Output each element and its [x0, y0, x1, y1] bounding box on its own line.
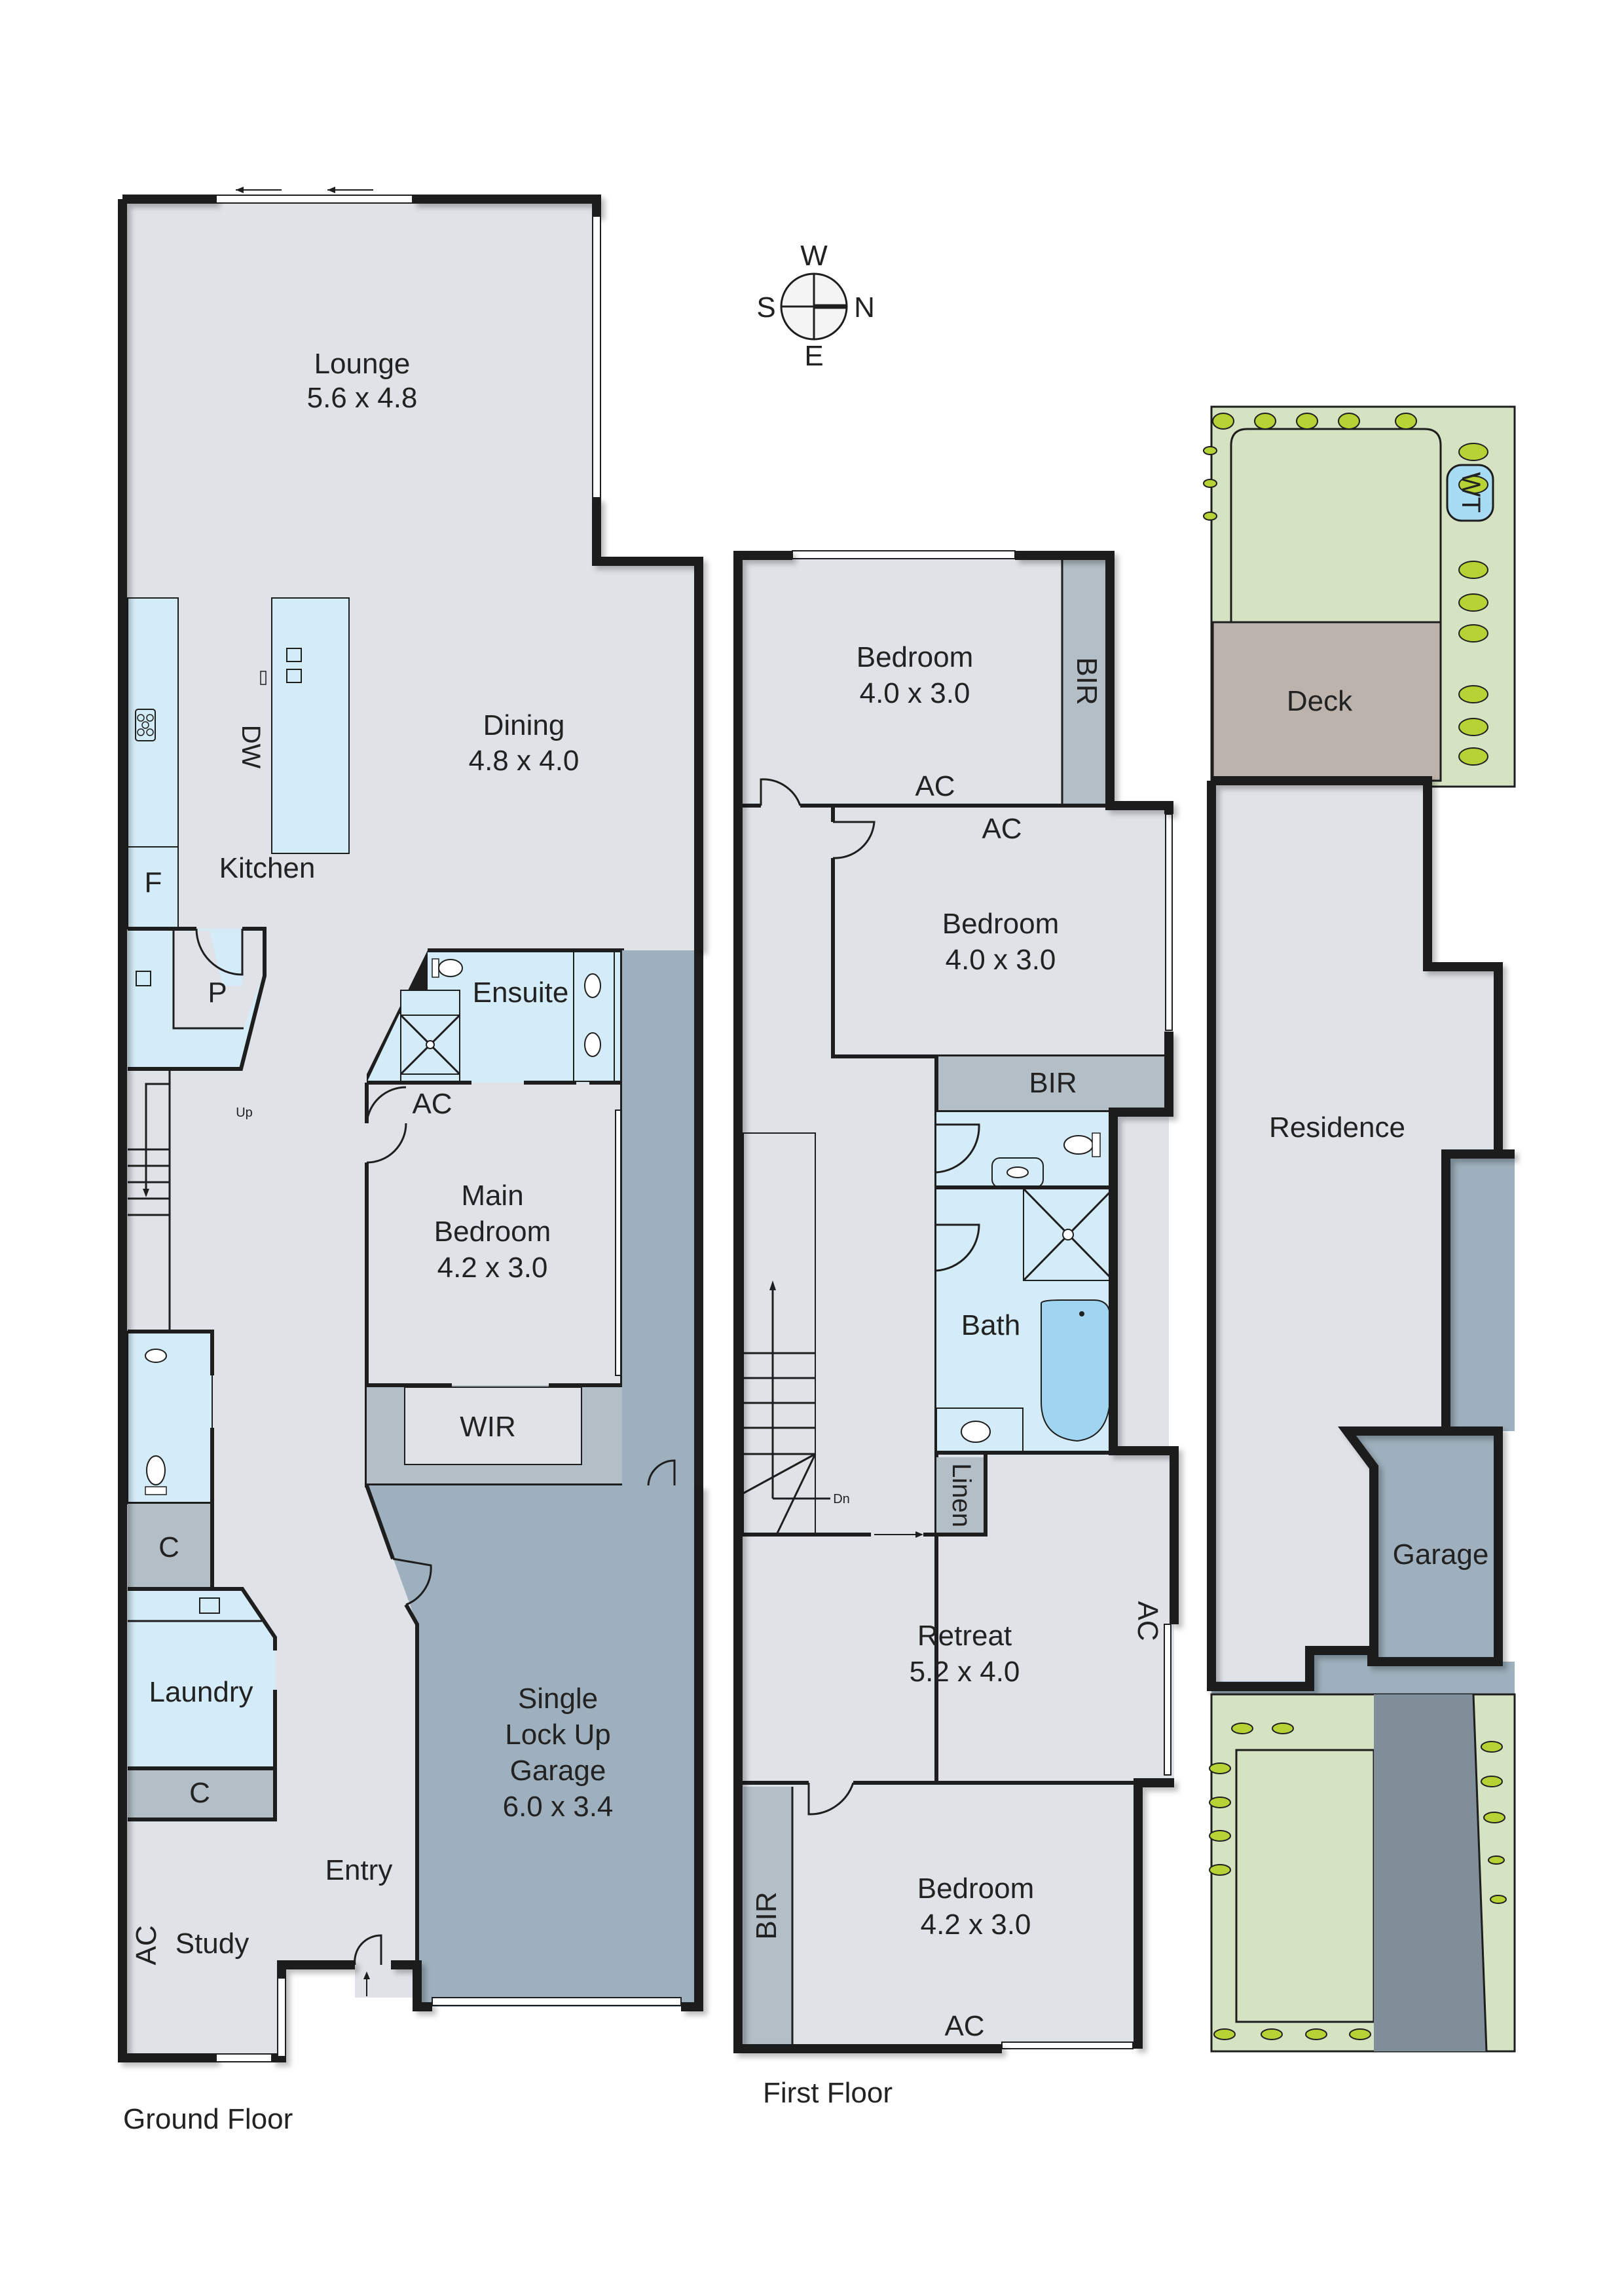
bedroom3-label: Bedroom	[917, 1873, 1035, 1905]
lounge-size: 5.6 x 4.8	[307, 382, 418, 414]
site-plan: WT Deck Residence Garage	[1203, 405, 1516, 2053]
first-floor-plan: Bedroom 4.0 x 3.0 BIR AC AC Bedroom 4.0 …	[733, 550, 1179, 2109]
garage-label-3: Garage	[510, 1755, 606, 1787]
dishwasher-label: DW	[236, 725, 265, 769]
plants-front	[1209, 1723, 1507, 2040]
compass-west: W	[800, 240, 828, 272]
ensuite-ac-label: AC	[412, 1088, 452, 1120]
residence-label: Residence	[1269, 1111, 1405, 1144]
garage-size: 6.0 x 3.4	[503, 1791, 614, 1823]
bedroom2-label: Bedroom	[942, 908, 1060, 940]
bedroom1-size: 4.0 x 3.0	[860, 677, 970, 709]
site-garage-label: Garage	[1393, 1538, 1489, 1571]
closet-label: C	[158, 1531, 179, 1563]
stairs-up-label: Up	[236, 1106, 253, 1120]
water-tank-label: WT	[1456, 472, 1485, 513]
dining-size: 4.8 x 4.0	[469, 745, 580, 777]
compass-north: N	[854, 291, 875, 324]
first-floor-title: First Floor	[763, 2077, 893, 2109]
study-label: Study	[175, 1928, 249, 1960]
study-ac-label: AC	[130, 1925, 162, 1965]
ensuite-label: Ensuite	[473, 977, 569, 1009]
bir1-label: BIR	[1071, 657, 1103, 705]
retreat-label: Retreat	[917, 1620, 1012, 1652]
kitchen-label: Kitchen	[219, 852, 316, 884]
wir-label: WIR	[460, 1411, 516, 1443]
retreat-ac-label: AC	[1132, 1601, 1164, 1641]
ground-floor-plan: Lounge 5.6 x 4.8 Dining 4.8 x 4.0 Kitche…	[118, 187, 703, 2135]
bedroom2-ac-label: AC	[982, 813, 1022, 845]
main-bedroom-size: 4.2 x 3.0	[437, 1252, 548, 1284]
ground-stairs	[128, 1069, 171, 1332]
fridge-label: F	[145, 867, 162, 899]
entry-label: Entry	[325, 1854, 393, 1886]
bedroom3-size: 4.2 x 3.0	[921, 1909, 1031, 1941]
bath-label: Bath	[961, 1309, 1021, 1341]
deck-label: Deck	[1287, 685, 1353, 717]
laundry-label: Laundry	[149, 1676, 253, 1708]
bedroom2-size: 4.0 x 3.0	[946, 944, 1056, 976]
bedroom1-ac-label: AC	[915, 770, 955, 802]
bedroom3-ac-label: AC	[944, 2010, 984, 2042]
compass-east: E	[804, 340, 823, 372]
bir3-label: BIR	[750, 1892, 783, 1939]
bedroom1-label: Bedroom	[857, 641, 974, 673]
pantry-label: P	[208, 977, 227, 1009]
linen-label: Linen	[947, 1463, 976, 1527]
garage-label-2: Lock Up	[505, 1719, 610, 1751]
main-bedroom-label-1: Main	[461, 1180, 523, 1212]
lounge-label: Lounge	[314, 348, 411, 380]
plants-rear	[1203, 413, 1488, 766]
stairs-down-label: Dn	[833, 1492, 850, 1506]
garage-label-1: Single	[518, 1683, 598, 1715]
dining-label: Dining	[483, 709, 565, 741]
bir2-label: BIR	[1029, 1067, 1077, 1099]
main-bedroom-label-2: Bedroom	[434, 1216, 551, 1248]
compass: W S N E	[756, 240, 875, 372]
laundry-closet-label: C	[189, 1777, 210, 1809]
ground-floor-title: Ground Floor	[123, 2103, 293, 2135]
compass-south: S	[756, 291, 775, 324]
retreat-size: 5.2 x 4.0	[910, 1656, 1020, 1688]
